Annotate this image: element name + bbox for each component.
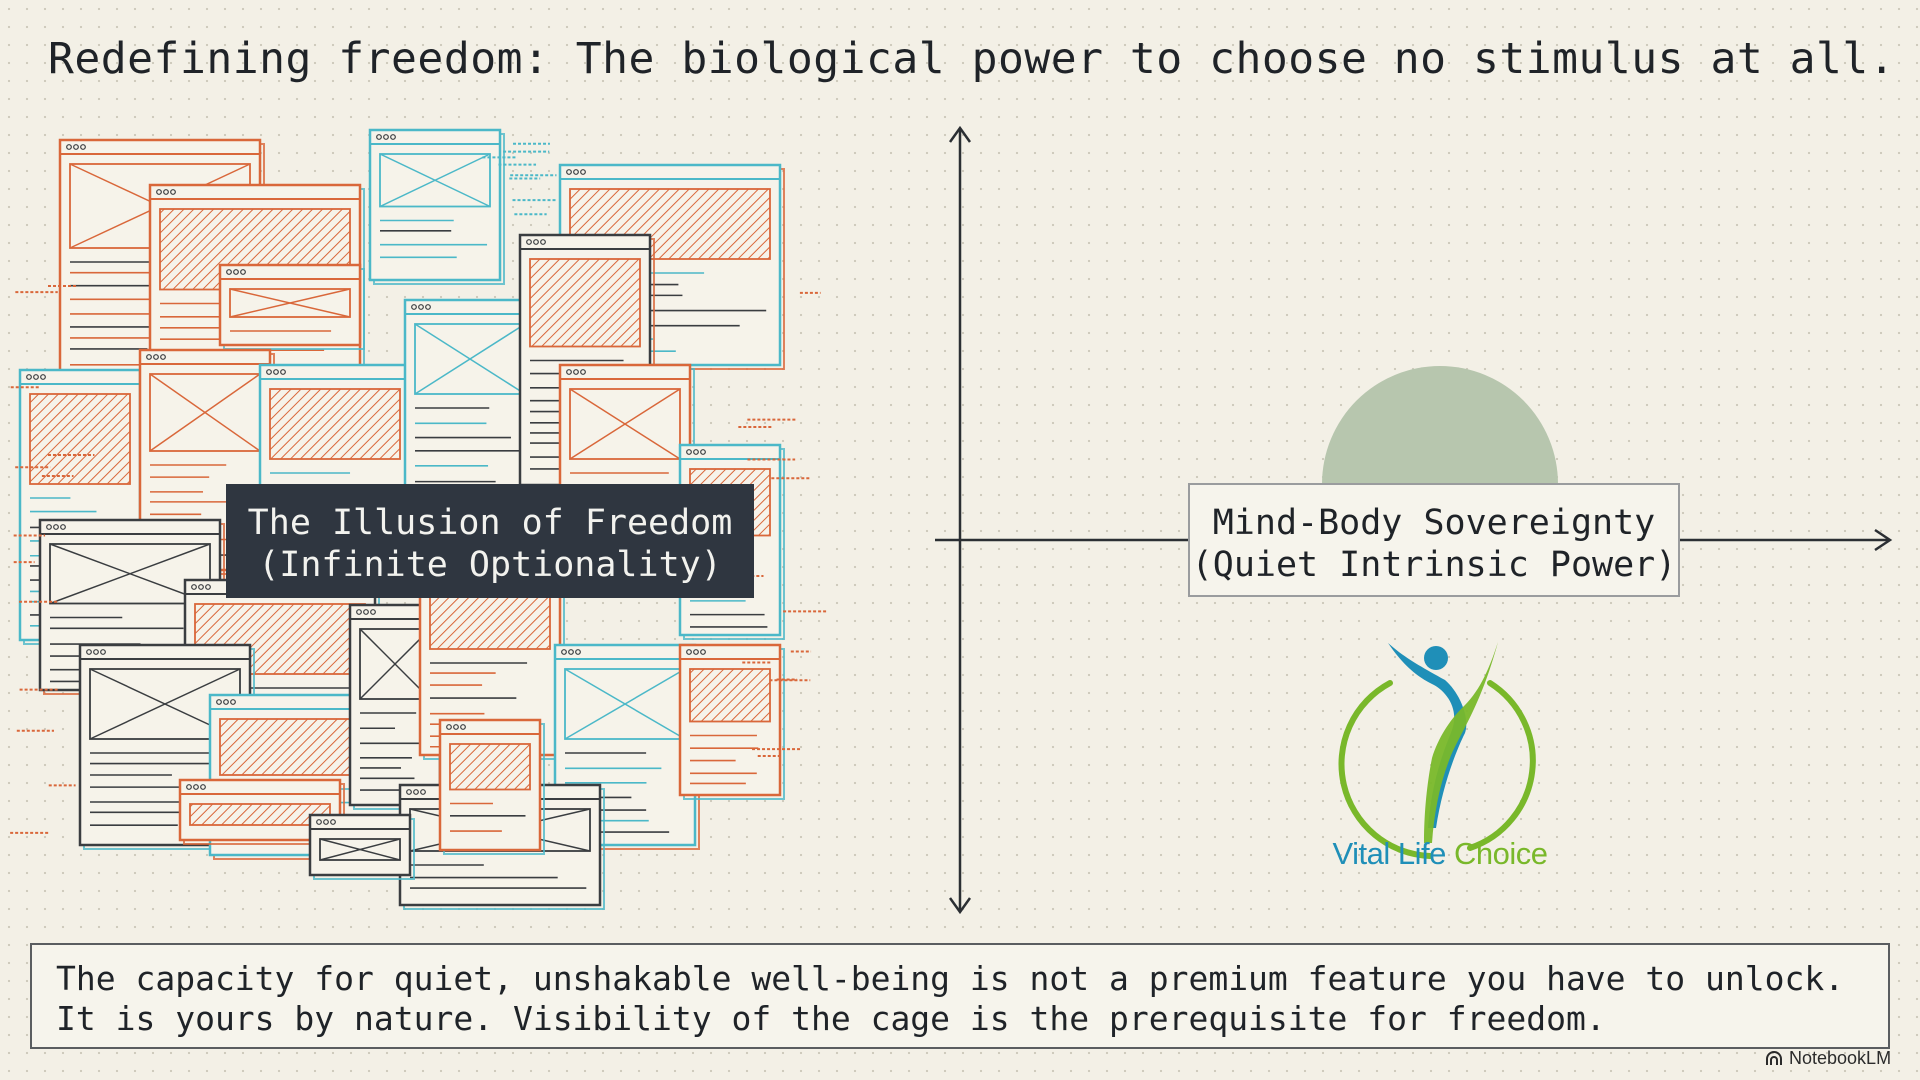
wireframe-window	[438, 718, 545, 855]
wireframe-window	[308, 813, 415, 880]
brand-name-part2: Choice	[1453, 836, 1548, 871]
sovereignty-subtitle: (Quiet Intrinsic Power)	[1191, 545, 1677, 585]
illusion-of-freedom-label: The Illusion of Freedom (Infinite Option…	[226, 484, 754, 598]
wireframe-window	[218, 263, 365, 350]
figure-in-circle-icon	[1338, 642, 1536, 859]
footer-caption-box: The capacity for quiet, unshakable well-…	[30, 943, 1890, 1049]
illusion-subtitle: (Infinite Optionality)	[258, 545, 722, 585]
sovereignty-label: Mind-Body Sovereignty (Quiet Intrinsic P…	[1188, 483, 1680, 597]
footer-line-2: It is yours by nature. Visibility of the…	[56, 999, 1606, 1038]
footer-line-1: The capacity for quiet, unshakable well-…	[56, 959, 1845, 998]
wireframe-window	[553, 643, 700, 850]
brand-name: Vital Life Choice	[1290, 836, 1590, 872]
wireframe-window	[368, 128, 505, 285]
sovereignty-title: Mind-Body Sovereignty	[1212, 503, 1656, 543]
watermark-text: NotebookLM	[1789, 1047, 1892, 1068]
notebooklm-icon	[1766, 1051, 1782, 1065]
wireframe-window	[678, 643, 785, 800]
notebooklm-watermark: NotebookLM	[1765, 1042, 1917, 1074]
illusion-title: The Illusion of Freedom	[247, 503, 733, 543]
page-title: Redefining freedom: The biological power…	[48, 34, 1896, 84]
brand-name-part1: Vital Life	[1332, 836, 1447, 871]
